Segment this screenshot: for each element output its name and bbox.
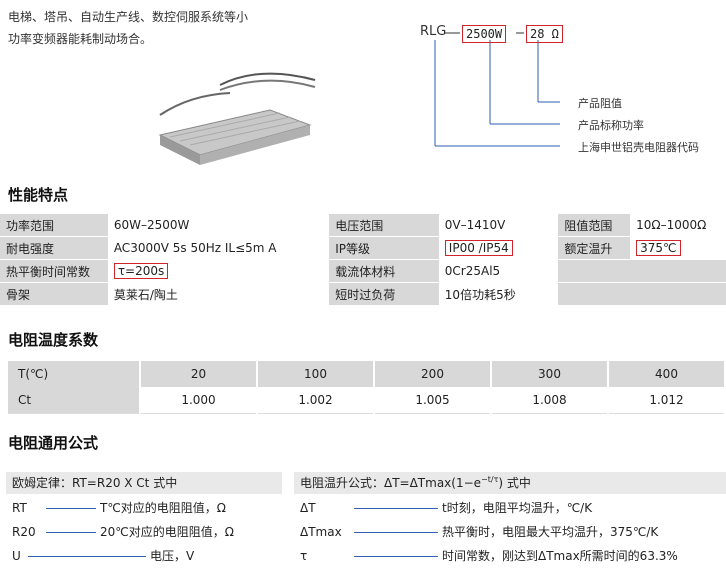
temp-coefficient-table: T(℃) 20 100 200 300 400 Ct 1.000 1.002 1… <box>8 361 726 414</box>
spec-key: 额定温升 <box>558 236 631 260</box>
code-lead-lines <box>434 32 560 147</box>
spec-value: 0V–1410V <box>438 214 555 237</box>
lead-line <box>354 508 438 509</box>
code-resistance-box: 28 Ω <box>526 25 563 43</box>
temp-c-value: 1.008 <box>491 387 609 414</box>
lead-line <box>46 532 96 533</box>
spec-empty-cell <box>630 282 726 306</box>
spec-key: 载流体材料 <box>329 259 439 283</box>
spec-key: IP等级 <box>329 236 439 260</box>
intro-line-1: 电梯、塔吊、自动生产线、数控伺服系统等小 <box>8 10 249 24</box>
spec-table: 功率范围 60W–2500W 电压范围 0V–1410V 阻值范围 10Ω–10… <box>0 214 726 306</box>
formula-desc: t时刻，电阻平均温升，℃/K <box>442 501 593 515</box>
lead-line <box>354 532 438 533</box>
spec-key: 电压范围 <box>329 214 439 237</box>
spec-value: 莫莱石/陶土 <box>107 282 326 306</box>
spec-key: 功率范围 <box>0 214 108 237</box>
spec-value: AC3000V 5s 50Hz IL≤5m A <box>107 236 326 260</box>
spec-value-ip-highlight: IP00 /IP54 <box>444 240 513 256</box>
ohm-row: RT T℃对应的电阻阻值，Ω <box>12 500 226 516</box>
spec-value-tau-highlight: τ=200s <box>113 263 169 279</box>
lead-line <box>46 508 96 509</box>
formula-symbol: R20 <box>12 525 36 539</box>
lead-line <box>28 556 146 557</box>
rise-header-sup: −t/τ <box>481 475 499 484</box>
lead-line <box>354 556 438 557</box>
temp-rise-box: 电阻温升公式：ΔT=ΔTmax(1−e−t/τ) 式中 ΔT t时刻，电阻平均温升… <box>294 472 726 582</box>
temp-c-value: 1.005 <box>374 387 492 414</box>
ohm-row: R20 20℃对应的电阻阻值，Ω <box>12 524 234 540</box>
rise-row: ΔT t时刻，电阻平均温升，℃/K <box>300 500 592 516</box>
formula-symbol: RT <box>12 501 27 515</box>
temp-c-value: 1.000 <box>140 387 258 414</box>
spec-value: 60W–2500W <box>107 214 326 237</box>
code-power-box: 2500W <box>462 25 507 43</box>
temp-t-value: 100 <box>257 361 375 387</box>
ohm-header: 欧姆定律：RT=R20 X Ct 式中 <box>12 476 178 490</box>
rise-row: τ 时间常数，刚达到ΔTmax所需时间的63.3% <box>300 548 678 564</box>
intro-text: 电梯、塔吊、自动生产线、数控伺服系统等小 功率变频器能耗制动场合。 <box>8 6 248 50</box>
code-desc-power: 产品标称功率 <box>578 119 644 132</box>
spec-key: 短时过负荷 <box>329 282 439 306</box>
spec-value: 10Ω–1000Ω <box>630 214 726 237</box>
ohm-row: U 电压，V <box>12 548 194 564</box>
temp-c-value: 1.012 <box>608 387 726 414</box>
formula-desc: T℃对应的电阻阻值，Ω <box>100 501 226 515</box>
spec-key: 耐电强度 <box>0 236 108 260</box>
temp-c-value: 1.002 <box>257 387 375 414</box>
spec-empty-cell <box>558 259 631 283</box>
temp-t-value: 400 <box>608 361 726 387</box>
temp-t-value: 300 <box>491 361 609 387</box>
spec-value: 10倍功耗5秒 <box>438 282 555 306</box>
temp-title: 电阻温度系数 <box>8 331 99 349</box>
rise-header-text: 电阻温升公式：ΔT=ΔTmax(1−e <box>300 476 482 490</box>
temp-t-value: 200 <box>374 361 492 387</box>
spec-key: 热平衡时间常数 <box>0 259 108 283</box>
formula-desc: 时间常数，刚达到ΔTmax所需时间的63.3% <box>442 549 678 563</box>
model-code-diagram: RLG 2500W 28 Ω 产品阻值 产品标称功率 上海申世铝壳电阻器代码 <box>410 8 726 158</box>
rise-row: ΔTmax 热平衡时，电阻最大平均温升，375℃/K <box>300 524 658 540</box>
rise-header: 电阻温升公式：ΔT=ΔTmax(1−e−t/τ) 式中 <box>300 474 531 491</box>
formula-symbol: U <box>12 549 21 563</box>
spec-key: 阻值范围 <box>558 214 631 237</box>
resistor-product-image <box>158 72 316 165</box>
temp-row-label: T(℃) <box>8 361 141 387</box>
spec-value: 0Cr25Al5 <box>438 259 555 283</box>
spec-empty-cell <box>558 282 631 306</box>
formula-symbol: ΔT <box>300 501 316 515</box>
code-prefix: RLG <box>420 24 447 39</box>
spec-key: 骨架 <box>0 282 108 306</box>
spec-title: 性能特点 <box>8 186 69 204</box>
formula-desc: 电压，V <box>150 549 195 563</box>
formula-desc: 热平衡时，电阻最大平均温升，375℃/K <box>442 525 659 539</box>
code-desc-company: 上海申世铝壳电阻器代码 <box>578 141 699 154</box>
code-desc-resistance: 产品阻值 <box>578 97 622 110</box>
formula-title: 电阻通用公式 <box>8 434 99 452</box>
rise-header-tail: ) 式中 <box>498 476 531 490</box>
formula-symbol: τ <box>300 549 308 563</box>
spec-empty-cell <box>630 259 726 283</box>
temp-t-value: 20 <box>140 361 258 387</box>
intro-line-2: 功率变频器能耗制动场合。 <box>8 32 153 46</box>
formula-desc: 20℃对应的电阻阻值，Ω <box>100 525 234 539</box>
spec-value-temp-highlight: 375℃ <box>636 240 681 256</box>
ohm-law-box: 欧姆定律：RT=R20 X Ct 式中 RT T℃对应的电阻阻值，Ω R20 20℃… <box>6 472 282 582</box>
temp-row-label: Ct <box>8 387 141 414</box>
formula-symbol: ΔTmax <box>300 525 342 539</box>
